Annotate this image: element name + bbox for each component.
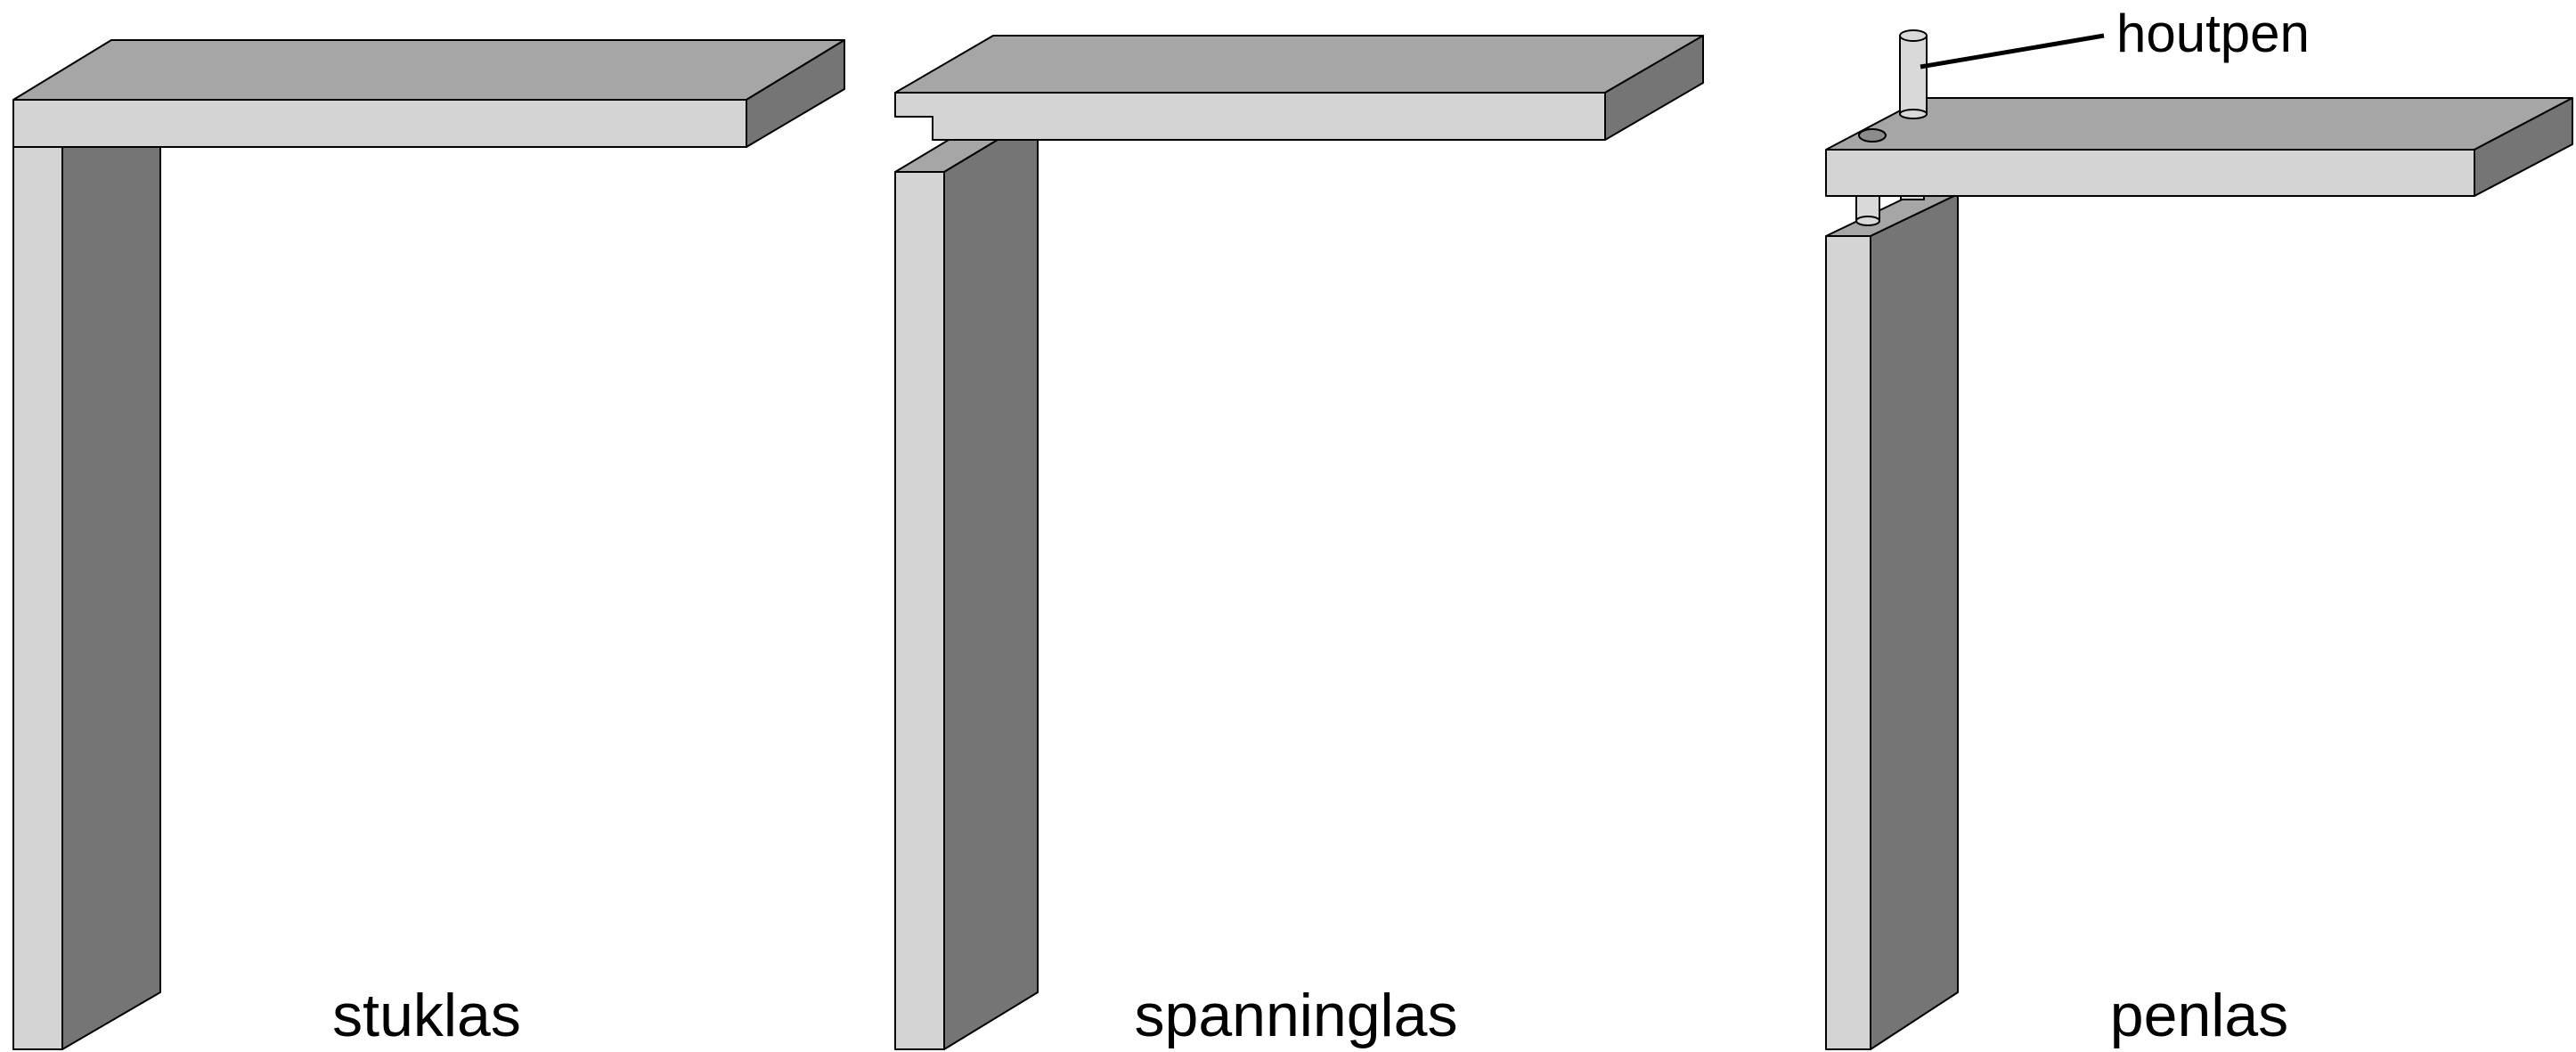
stuklas-post — [12, 146, 161, 1050]
spanninglas-post — [894, 115, 1039, 1050]
spanninglas-beam-front-face — [894, 92, 1606, 141]
houtpen-label: houtpen — [2116, 4, 2310, 63]
stuklas-post-side-face — [61, 146, 161, 1050]
spanninglas-beam — [894, 35, 1704, 141]
penlas-lower-pin — [1855, 193, 1880, 226]
houtpen-leader-line — [1920, 33, 2105, 69]
stuklas-label: stuklas — [332, 982, 521, 1049]
penlas-post-front-face — [1825, 235, 1871, 1050]
spanninglas-beam-top-face — [894, 35, 1704, 94]
stuklas-beam — [12, 39, 845, 148]
penlas-pin-hole — [1858, 128, 1887, 143]
spanninglas-post-front-face — [894, 171, 945, 1050]
houtpen-pin-body — [1899, 35, 1928, 115]
penlas-lower-pin-end — [1855, 216, 1880, 226]
spanninglas-joint-drawing — [894, 35, 1704, 1050]
penlas-label: penlas — [2109, 982, 2289, 1049]
penlas-joint-drawing — [1825, 29, 2573, 1050]
penlas-beam — [1825, 97, 2573, 197]
penlas-post — [1825, 193, 1959, 1050]
stuklas-beam-front-face — [12, 99, 747, 148]
stuklas-joint-drawing — [12, 39, 845, 1050]
spanninglas-post-side-face — [943, 115, 1039, 1050]
houtpen-pin-top — [1899, 29, 1928, 42]
houtpen-pin-bottom — [1899, 109, 1928, 119]
spanninglas-label: spanninglas — [1134, 982, 1458, 1049]
stuklas-beam-top-face — [12, 39, 845, 101]
penlas-beam-front-face — [1825, 149, 2475, 197]
houtpen-pin — [1899, 29, 1928, 119]
penlas-post-side-face — [1870, 193, 1959, 1050]
stuklas-post-front-face — [12, 146, 63, 1050]
penlas-beam-top-face — [1825, 97, 2573, 151]
